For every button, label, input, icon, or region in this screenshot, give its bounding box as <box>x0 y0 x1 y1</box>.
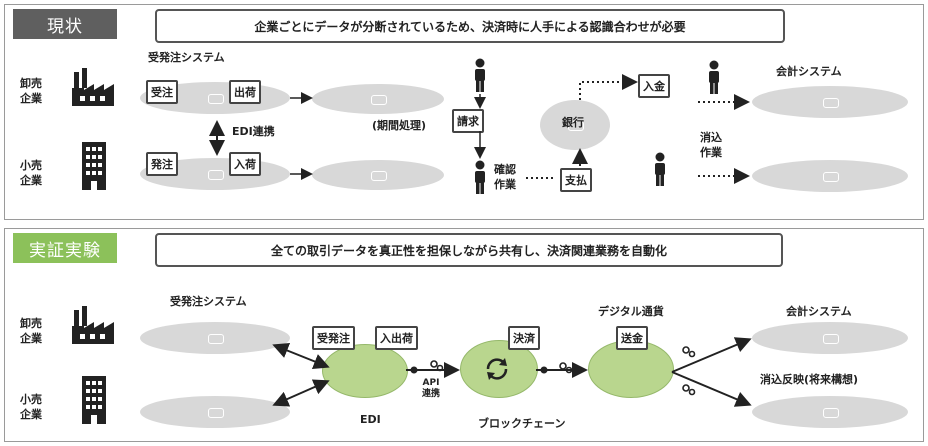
building-icon <box>82 376 106 424</box>
deposit-box: 入金 <box>638 74 670 98</box>
retail-label: 小売 企業 <box>20 159 42 187</box>
bank-label: 銀行 <box>562 116 584 129</box>
wholesale-label: 卸売 企業 <box>20 77 42 105</box>
wholesale-label: 卸売 企業 <box>20 317 42 345</box>
invoice-box: 請求 <box>452 109 484 133</box>
edi-link-label: EDI連携 <box>232 125 275 138</box>
reflect-label: 消込反映(将来構想) <box>760 373 859 386</box>
retail-label: 小売 企業 <box>20 393 42 421</box>
accounting-disk-bottom <box>752 160 908 192</box>
wholesale-downstream-disk <box>312 84 444 114</box>
retail-edi-arrow <box>272 379 330 407</box>
accounting-disk-top <box>752 86 908 118</box>
person-icon <box>709 60 719 94</box>
place-order-box: 発注 <box>146 152 178 176</box>
person-icon <box>475 160 485 194</box>
current-state-tag: 現状 <box>13 9 117 39</box>
arrival-box: 入荷 <box>229 152 261 176</box>
retail-downstream-disk <box>312 160 444 190</box>
wholesale-edi-arrow <box>272 343 330 369</box>
building-icon <box>82 142 106 190</box>
sync-icon <box>486 358 508 380</box>
retail-order-system-disk <box>140 396 290 428</box>
payment-box: 支払 <box>560 168 592 192</box>
accounting-system-label: 会計システム <box>786 305 852 318</box>
person-icon <box>475 58 485 92</box>
period-processing-label: (期間処理) <box>372 119 427 132</box>
receive-order-box: 受注 <box>146 80 178 104</box>
factory-icon <box>72 306 114 344</box>
confirm-work-label: 確認 作業 <box>494 163 516 191</box>
digital-currency-label: デジタル通貨 <box>598 305 664 318</box>
order-system-label: 受発注システム <box>148 51 225 64</box>
inout-box: 入出荷 <box>375 326 418 350</box>
accounting-system-label: 会計システム <box>776 65 842 78</box>
settlement-box: 決済 <box>508 326 540 350</box>
experiment-banner: 全ての取引データを真正性を担保しながら共有し、決済関連業務を自動化 <box>155 233 783 267</box>
blockchain-label: ブロックチェーン <box>478 417 566 430</box>
reconcile-work-label: 消込 作業 <box>700 131 722 159</box>
bank-disk <box>540 100 610 150</box>
current-state-banner: 企業ごとにデータが分断されているため、決済時に人手による認識合わせが必要 <box>155 9 785 43</box>
currency-accounting-arrow-bottom <box>671 371 752 407</box>
gear-link-icon <box>430 346 696 396</box>
ship-box: 出荷 <box>229 80 261 104</box>
person-icon <box>655 152 665 186</box>
wholesale-order-system-disk <box>140 322 290 354</box>
experiment-tag: 実証実験 <box>13 233 117 263</box>
accounting-disk-bottom <box>752 396 908 428</box>
api-link-label: API 連携 <box>422 378 441 399</box>
factory-icon <box>72 68 114 106</box>
order-system-label: 受発注システム <box>170 295 247 308</box>
bank-to-deposit-dotted <box>579 74 638 100</box>
remit-box: 送金 <box>616 326 648 350</box>
currency-accounting-arrow-top <box>671 337 752 373</box>
edi-node <box>322 344 408 398</box>
accounting-disk-top <box>752 322 908 354</box>
edi-label: EDI <box>360 413 381 426</box>
